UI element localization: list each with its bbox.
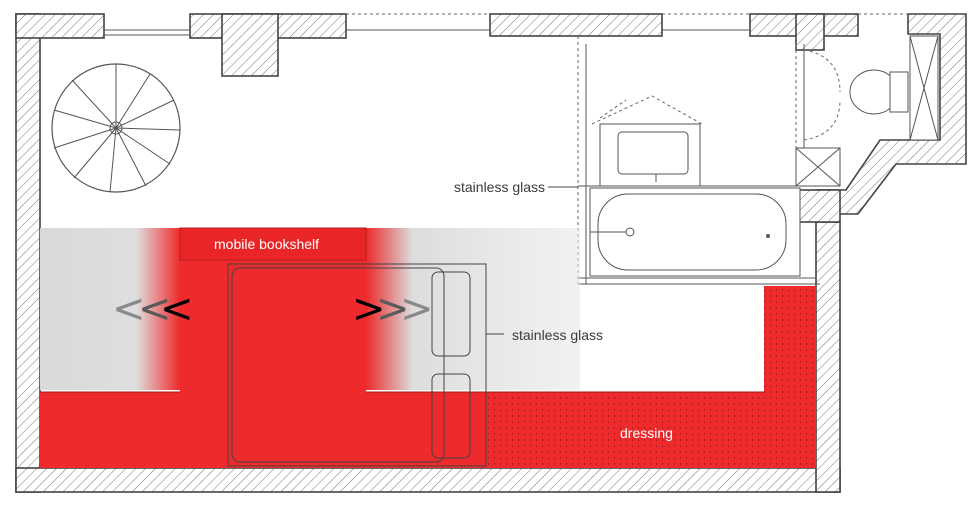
windows xyxy=(104,13,908,36)
label-dressing: dressing xyxy=(620,425,673,441)
label-mobile-bookshelf: mobile bookshelf xyxy=(214,236,319,252)
arrow-left-icon: < xyxy=(138,286,172,332)
spiral-staircase-icon xyxy=(51,63,181,193)
sink-icon xyxy=(591,95,703,187)
arrow-right-icon: > xyxy=(400,286,434,332)
arrow-left-icon: < xyxy=(160,286,194,332)
sliding-zone xyxy=(40,228,580,390)
bathtub-icon xyxy=(589,187,801,277)
arrow-right-icon: > xyxy=(352,286,386,332)
arrow-left-icon: < xyxy=(112,286,146,332)
outer-walls xyxy=(15,13,967,493)
arrow-left-group: < < < xyxy=(112,286,194,332)
label-stainless-glass-top: stainless glass xyxy=(454,179,545,195)
arrow-right-icon: > xyxy=(376,286,410,332)
bed xyxy=(227,263,504,467)
dressing-area xyxy=(40,286,816,468)
label-stainless-glass-mid: stainless glass xyxy=(512,327,603,343)
mobile-bookshelf xyxy=(179,227,367,400)
toilet-icon xyxy=(795,35,939,187)
arrow-right-group: > > > xyxy=(352,286,434,332)
